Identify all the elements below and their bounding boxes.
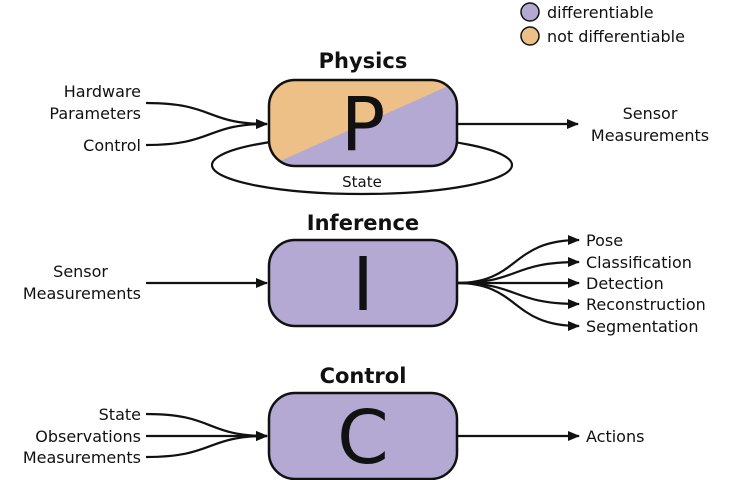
legend-not-differentiable-swatch xyxy=(520,26,540,46)
inference-output-pose: Pose xyxy=(586,231,623,250)
physics-input-hardware: Hardware xyxy=(64,82,141,101)
physics-block: Physics State P Hardware Parameters Cont… xyxy=(49,49,709,196)
physics-letter: P xyxy=(341,82,386,168)
control-input-observations: Observations xyxy=(35,427,141,446)
physics-box-fill xyxy=(269,80,457,166)
physics-input-control: Control xyxy=(83,136,141,155)
inference-block: Inference I Sensor Measurements Pose Cla… xyxy=(23,211,706,336)
inference-output-arrow-reconstruction xyxy=(456,281,580,309)
inference-output-detection: Detection xyxy=(586,274,664,293)
inference-input-measurements: Measurements xyxy=(23,284,141,303)
control-input-measurements: Measurements xyxy=(23,448,141,467)
inference-output-arrow-segmentation xyxy=(456,281,580,331)
inference-title: Inference xyxy=(307,211,419,235)
control-output-actions: Actions xyxy=(586,427,644,446)
control-input-arrow-state xyxy=(145,412,268,441)
control-block: Control C State Observations Measurement… xyxy=(23,364,644,480)
control-letter: C xyxy=(337,395,389,480)
control-input-state: State xyxy=(99,405,141,424)
physics-output-sensor: Sensor xyxy=(623,104,678,123)
control-title: Control xyxy=(320,364,407,388)
state-loop-label: State xyxy=(342,173,382,191)
inference-output-segmentation: Segmentation xyxy=(586,317,698,336)
inference-output-arrow-classification xyxy=(456,257,580,285)
physics-title: Physics xyxy=(319,49,408,73)
physics-output-measurements: Measurements xyxy=(591,126,709,145)
inference-output-classification: Classification xyxy=(586,253,692,272)
legend-differentiable-swatch xyxy=(520,2,540,22)
inference-output-reconstruction: Reconstruction xyxy=(586,295,706,314)
legend-differentiable-label: differentiable xyxy=(547,3,654,22)
inference-input-sensor: Sensor xyxy=(53,262,108,281)
physics-input-parameters: Parameters xyxy=(49,104,141,123)
control-input-arrow-measurements xyxy=(145,431,268,459)
physics-input-arrow-hardware xyxy=(145,101,268,129)
physics-input-arrow-control xyxy=(145,119,268,147)
inference-letter: I xyxy=(352,242,374,328)
legend: differentiable not differentiable xyxy=(520,2,685,46)
legend-not-differentiable-label: not differentiable xyxy=(547,27,685,46)
